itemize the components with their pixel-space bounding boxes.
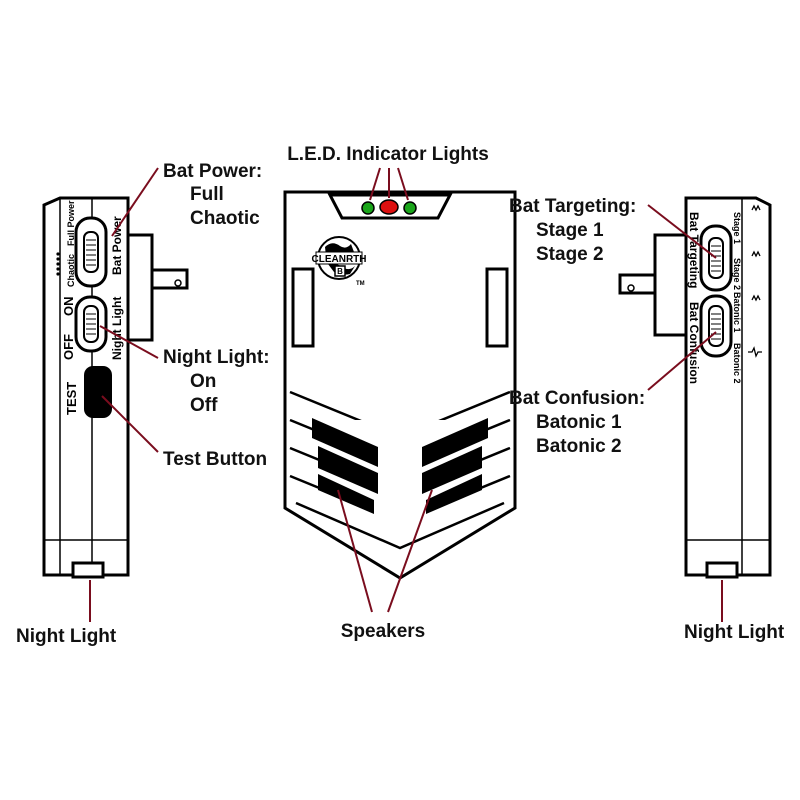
led-green-left <box>361 201 375 215</box>
left-test-button <box>84 366 112 418</box>
trademark-text: TM <box>356 281 365 287</box>
left-on-text: ON <box>61 297 76 317</box>
led-green-right <box>403 201 417 215</box>
bat-power-label: Bat Power: <box>163 161 262 182</box>
right-stage-2-text: Stage 2 <box>732 258 742 290</box>
bat-confusion-label: Bat Confusion: <box>509 388 645 409</box>
bat-targeting-label: Bat Targeting: <box>509 196 636 217</box>
wave-symbols <box>748 204 762 358</box>
speakers-label: Speakers <box>341 621 426 642</box>
right-night-light <box>705 561 739 579</box>
speaker-left <box>312 418 378 514</box>
front-right-panel <box>485 267 509 348</box>
labels: L.E.D. Indicator Lights Bat Power: Full … <box>16 144 785 647</box>
right-plug-prong <box>618 273 657 295</box>
batonic-2-label: Batonic 2 <box>536 436 622 457</box>
bat-power-full-label: Full <box>190 184 224 205</box>
left-night-light-text: Night Light <box>110 297 124 360</box>
night-light-left-label: Night Light <box>16 626 117 647</box>
chaotic-dots <box>56 252 60 276</box>
test-button-label: Test Button <box>163 449 267 470</box>
right-body <box>684 196 772 577</box>
brand-logo: CLEANRTH B TM <box>312 236 367 287</box>
speaker-right <box>422 418 488 514</box>
front-left-panel <box>291 267 315 348</box>
stage-1-label: Stage 1 <box>536 220 604 241</box>
right-batonic-1-text: Batonic 1 <box>732 292 742 333</box>
left-test-text: TEST <box>64 382 79 415</box>
left-bat-power-text: Bat Power <box>110 216 124 275</box>
right-batonic-2-text: Batonic 2 <box>732 343 742 384</box>
night-light-on-label: On <box>190 371 216 392</box>
left-off-text: OFF <box>61 334 76 360</box>
right-plug-base <box>653 233 691 337</box>
right-side-device: Bat Targeting Bat Confusion Stage 1 Stag… <box>618 196 772 579</box>
left-chaotic-text: Chaotic <box>66 254 76 287</box>
left-night-light <box>71 561 105 579</box>
front-device: CLEANRTH B TM <box>283 190 517 580</box>
right-bat-confusion-text: Bat Confusion <box>687 302 701 384</box>
stage-2-label: Stage 2 <box>536 244 604 265</box>
right-bat-targeting-text: Bat Targeting <box>687 212 701 288</box>
batonic-1-label: Batonic 1 <box>536 412 622 433</box>
leader-lines <box>89 167 723 622</box>
night-light-off-label: Off <box>190 395 218 416</box>
brand-mark: B <box>337 267 343 276</box>
led-indicator-label: L.E.D. Indicator Lights <box>287 144 489 165</box>
led-red <box>379 199 399 215</box>
left-plug-hole <box>174 279 182 287</box>
left-plug-prong <box>150 268 189 290</box>
left-side-device: Full Power Chaotic Bat Power ON OFF Nigh… <box>42 196 189 579</box>
night-light-switch-label: Night Light: <box>163 347 270 368</box>
bat-power-chaotic-label: Chaotic <box>190 208 260 229</box>
right-stage-1-text: Stage 1 <box>732 212 742 244</box>
night-light-right-label: Night Light <box>684 622 785 643</box>
left-full-power-text: Full Power <box>66 200 76 246</box>
brand-text: CLEANRTH <box>312 254 367 265</box>
right-plug-hole <box>627 284 635 292</box>
